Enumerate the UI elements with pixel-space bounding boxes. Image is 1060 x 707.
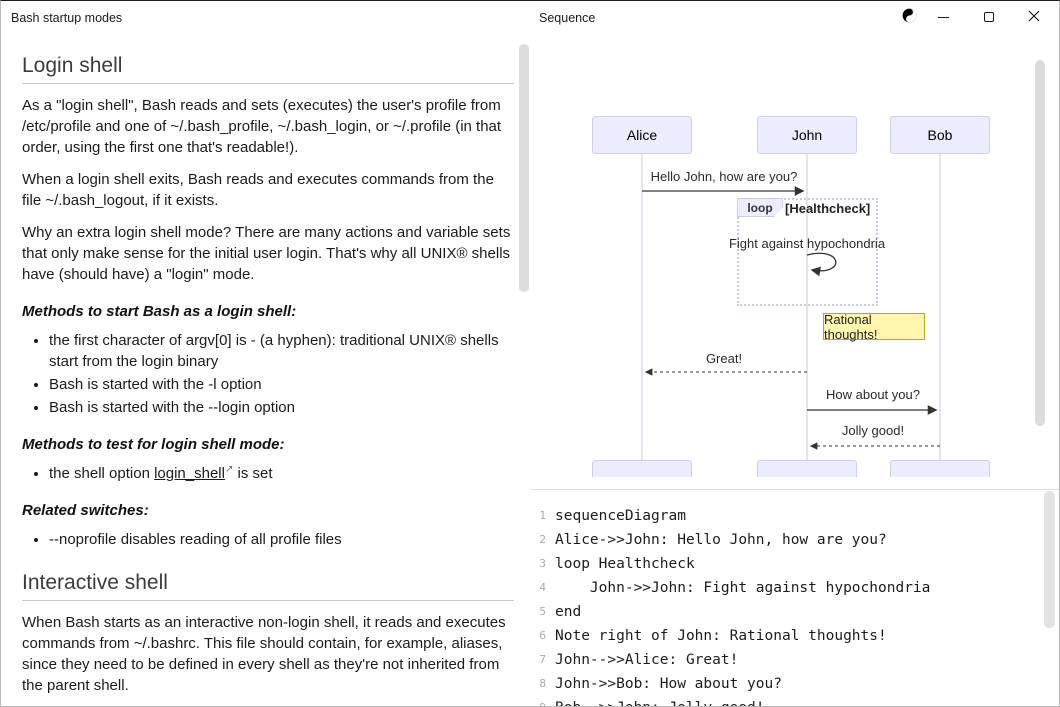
diagram-lines: > Alice (dashed) --> > John (dashed) --> — [641, 154, 941, 460]
left-pane-title: Bash startup modes — [11, 11, 123, 25]
loop-frame — [737, 198, 878, 306]
document-pane: Login shell As a "login shell", Bash rea… — [1, 37, 518, 706]
message-how-about-you: How about you? — [826, 387, 920, 402]
actor-box-alice-bottom — [592, 460, 692, 477]
code-text[interactable]: sequenceDiagram — [555, 508, 686, 524]
message-self: Fight against hypochondria — [728, 236, 886, 251]
subheading-methods-start: Methods to start Bash as a login shell: — [22, 303, 297, 320]
external-link-icon: ↗ — [224, 464, 234, 475]
actor-box-bob: Bob — [890, 116, 990, 154]
line-number: 4 — [539, 581, 546, 594]
code-line: 4 John->>John: Fight against hypochondri… — [531, 578, 1044, 602]
message-hello: Hello John, how are you? — [650, 169, 798, 184]
maximize-icon — [984, 12, 994, 22]
theme-toggle-button[interactable] — [895, 1, 923, 33]
pane-divider — [531, 489, 1059, 490]
line-number: 5 — [539, 605, 546, 618]
list-item: Bash is started with the -l option — [49, 374, 514, 395]
code-line: 9Bob-->>John: Jolly good! — [531, 698, 1044, 706]
note-rational-thoughts: Rational thoughts! — [823, 312, 925, 342]
line-number: 3 — [539, 557, 546, 570]
subheading-methods-test: Methods to test for login shell mode: — [22, 436, 285, 453]
loop-label: loop — [737, 198, 783, 217]
close-button[interactable] — [1020, 1, 1048, 33]
maximize-button[interactable] — [975, 1, 1003, 33]
bullet-list-related: --noprofile disables reading of all prof… — [22, 529, 514, 550]
code-line: 7 John-->>Alice: Great! — [531, 650, 1044, 674]
section-heading-login-shell: Login shell — [22, 47, 514, 84]
bullet-list-start-methods: the first character of argv[0] is - (a h… — [22, 330, 514, 418]
bullet-list-test-methods: the shell option login_shell↗ is set — [22, 463, 514, 484]
right-pane-title: Sequence — [539, 11, 596, 25]
code-text[interactable]: John->>Bob: How about you? — [555, 676, 782, 692]
code-line: 6 Note right of John: Rational thoughts! — [531, 626, 1044, 650]
code-text[interactable]: Note right of John: Rational thoughts! — [555, 628, 887, 644]
code-text[interactable]: Bob-->>John: Jolly good! — [546, 698, 765, 706]
yin-yang-icon — [902, 8, 917, 26]
subheading-related-switches: Related switches: — [22, 502, 149, 519]
code-text[interactable]: end — [555, 604, 582, 620]
list-item: --noprofile disables reading of all prof… — [49, 529, 514, 550]
document-scrollbar-thumb[interactable] — [519, 44, 529, 292]
code-line: 2 Alice->>John: Hello John, how are you? — [531, 530, 1044, 554]
login-shell-link[interactable]: login_shell — [154, 465, 225, 482]
line-number: 9 — [531, 698, 546, 706]
actor-box-alice: Alice — [592, 116, 692, 154]
line-number: 7 — [539, 653, 546, 666]
line-number: 8 — [539, 677, 546, 690]
actor-box-john-bottom — [757, 460, 857, 477]
code-text[interactable]: John->>John: Fight against hypochondria — [555, 580, 931, 596]
paragraph: When Bash starts as an interactive non-l… — [22, 614, 506, 694]
code-text[interactable]: John-->>Alice: Great! — [555, 652, 739, 668]
code-line: 1 sequenceDiagram — [531, 506, 1044, 530]
line-number: 6 — [539, 629, 546, 642]
list-item: Bash is started with the --login option — [49, 397, 514, 418]
line-number: 1 — [539, 509, 546, 522]
paragraph: When a login shell exits, Bash reads and… — [22, 171, 494, 209]
actor-box-john: John — [757, 116, 857, 154]
paragraph: Why an extra login shell mode? There are… — [22, 224, 511, 283]
close-icon — [1028, 10, 1040, 25]
diagram-scrollbar-thumb[interactable] — [1035, 60, 1045, 426]
list-item-text: is set — [233, 465, 273, 482]
minimize-icon — [937, 16, 949, 18]
code-text[interactable]: loop Healthcheck — [555, 556, 695, 572]
list-item-text: the shell option — [49, 465, 155, 482]
code-line: 3 loop Healthcheck — [531, 554, 1044, 578]
code-line: 8 John->>Bob: How about you? — [531, 674, 1044, 698]
code-text[interactable]: Alice->>John: Hello John, how are you? — [555, 532, 887, 548]
list-item: the shell option login_shell↗ is set — [49, 463, 514, 484]
code-editor[interactable]: 1 sequenceDiagram 2 Alice->>John: Hello Jo… — [531, 490, 1044, 706]
sequence-diagram-pane: > Alice (dashed) --> > John (dashed) -->… — [531, 37, 1059, 477]
code-line: 5 end — [531, 602, 1044, 626]
loop-condition: [Healthcheck] — [785, 201, 871, 216]
message-jolly-good: Jolly good! — [841, 423, 905, 438]
paragraph: As a "login shell", Bash reads and sets … — [22, 97, 502, 156]
section-heading-interactive-shell: Interactive shell — [22, 564, 514, 601]
minimize-button[interactable] — [929, 1, 957, 33]
list-item: the first character of argv[0] is - (a h… — [49, 330, 514, 372]
message-great: Great! — [705, 351, 743, 366]
line-number: 2 — [539, 533, 546, 546]
actor-box-bob-bottom — [890, 460, 990, 477]
code-scrollbar-thumb[interactable] — [1044, 491, 1055, 628]
